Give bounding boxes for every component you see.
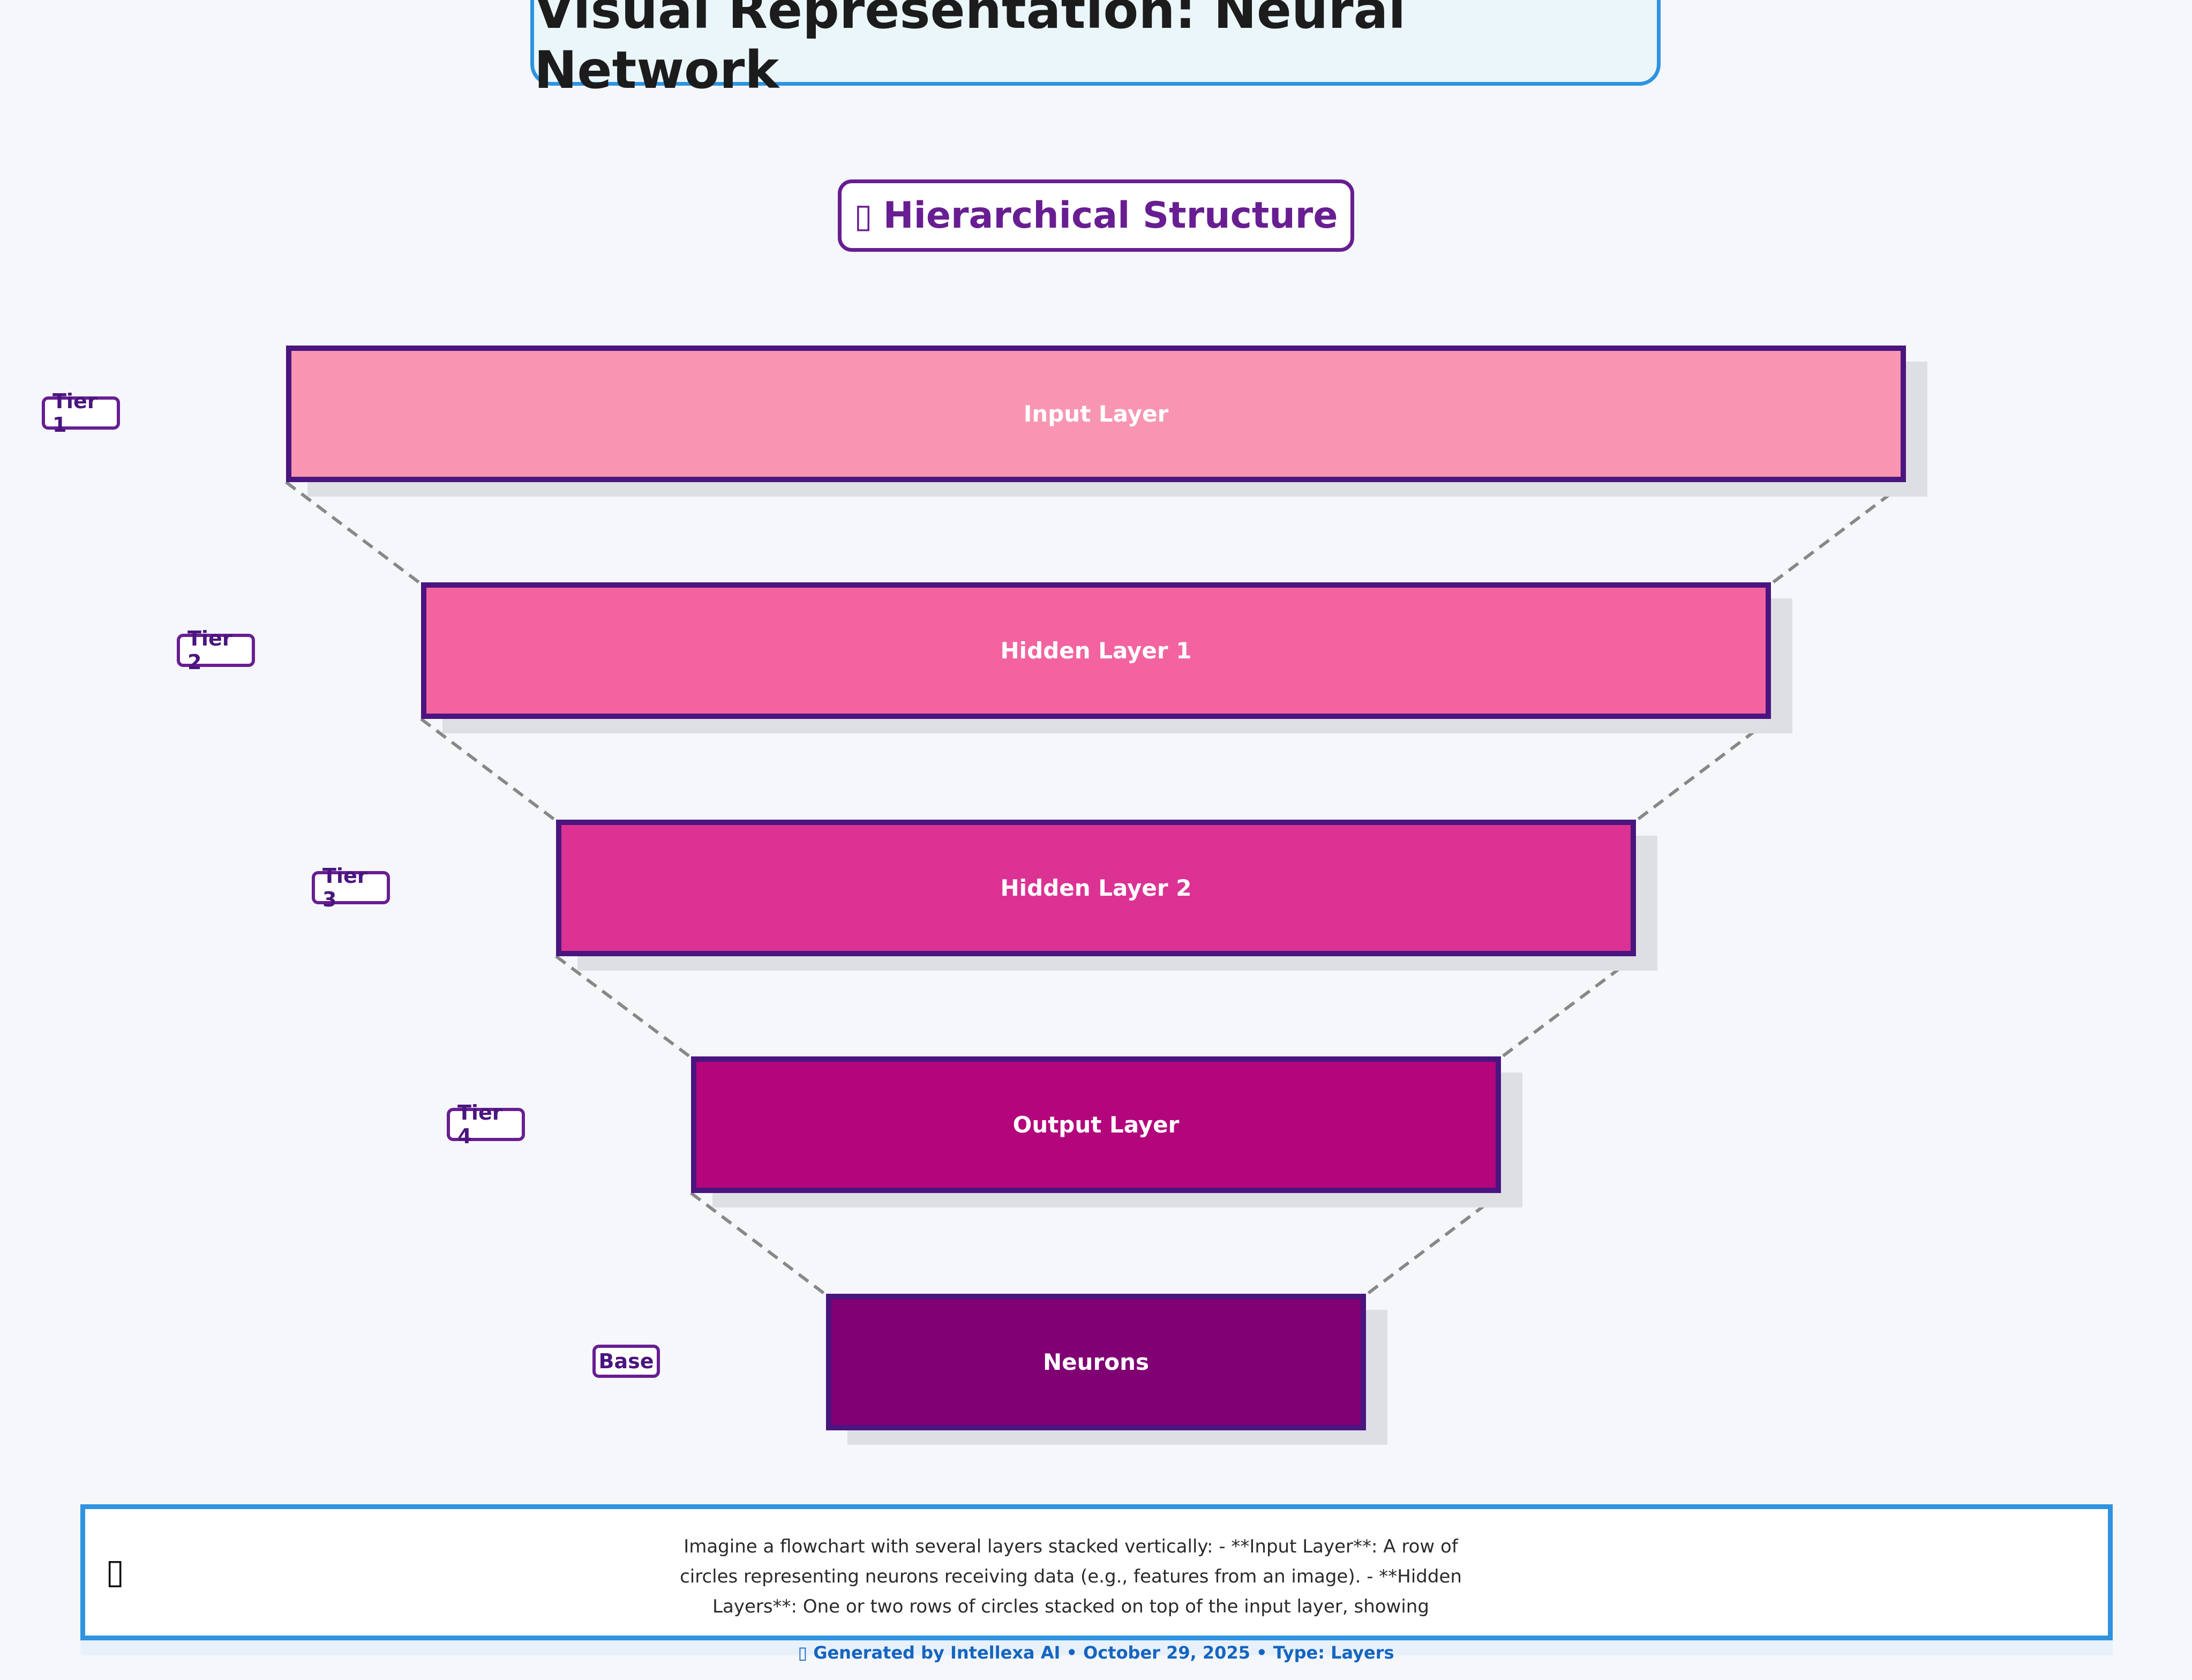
page-title: Visual Representation: Neural Network bbox=[530, 0, 1661, 100]
layer-label: Neurons bbox=[1042, 1349, 1149, 1375]
layer-block-hidden-2: Hidden Layer 2 bbox=[556, 820, 1636, 956]
connector-line bbox=[1365, 1191, 1502, 1296]
description-line: Imagine a flowchart with several layers … bbox=[684, 1536, 1458, 1557]
tier-badge: Tier 3 bbox=[312, 864, 390, 911]
layer-label: Output Layer bbox=[1012, 1112, 1180, 1138]
layer-block-output: Output Layer bbox=[691, 1056, 1501, 1193]
connector-line bbox=[1635, 717, 1772, 822]
connector-line bbox=[1500, 955, 1637, 1059]
layer-block-neurons: Neurons bbox=[826, 1294, 1366, 1430]
section-heading: ▯ Hierarchical Structure bbox=[838, 179, 1354, 252]
connector-line bbox=[690, 1191, 827, 1296]
connector-line bbox=[555, 955, 692, 1059]
connector-line bbox=[285, 481, 422, 586]
description-text: Imagine a flowchart with several layers … bbox=[653, 1532, 1489, 1622]
tofu-missing-glyph-icon: ▯ bbox=[106, 1552, 125, 1592]
tofu-missing-glyph-icon: ▯ bbox=[854, 196, 873, 235]
layer-block-input: Input Layer bbox=[286, 346, 1906, 482]
tier-badge: Base bbox=[592, 1345, 660, 1378]
description-box: ▯ Imagine a flowchart with several layer… bbox=[80, 1504, 2113, 1640]
tier-badge: Tier 4 bbox=[447, 1101, 525, 1148]
layer-label: Hidden Layer 2 bbox=[1000, 875, 1192, 901]
connector-line bbox=[420, 717, 557, 822]
tier-badge: Tier 1 bbox=[42, 389, 120, 437]
layer-label: Input Layer bbox=[1023, 401, 1169, 427]
section-heading-text: Hierarchical Structure bbox=[883, 194, 1338, 237]
tier-badge: Tier 2 bbox=[177, 627, 255, 674]
footer-credit: ▯ Generated by Intellexa AI • October 29… bbox=[798, 1642, 1394, 1663]
description-line: circles representing neurons receiving d… bbox=[680, 1566, 1462, 1587]
connector-line bbox=[1770, 481, 1907, 586]
layer-block-hidden-1: Hidden Layer 1 bbox=[421, 582, 1771, 719]
description-line: Layers**: One or two rows of circles sta… bbox=[712, 1596, 1429, 1617]
layer-label: Hidden Layer 1 bbox=[1000, 638, 1192, 664]
